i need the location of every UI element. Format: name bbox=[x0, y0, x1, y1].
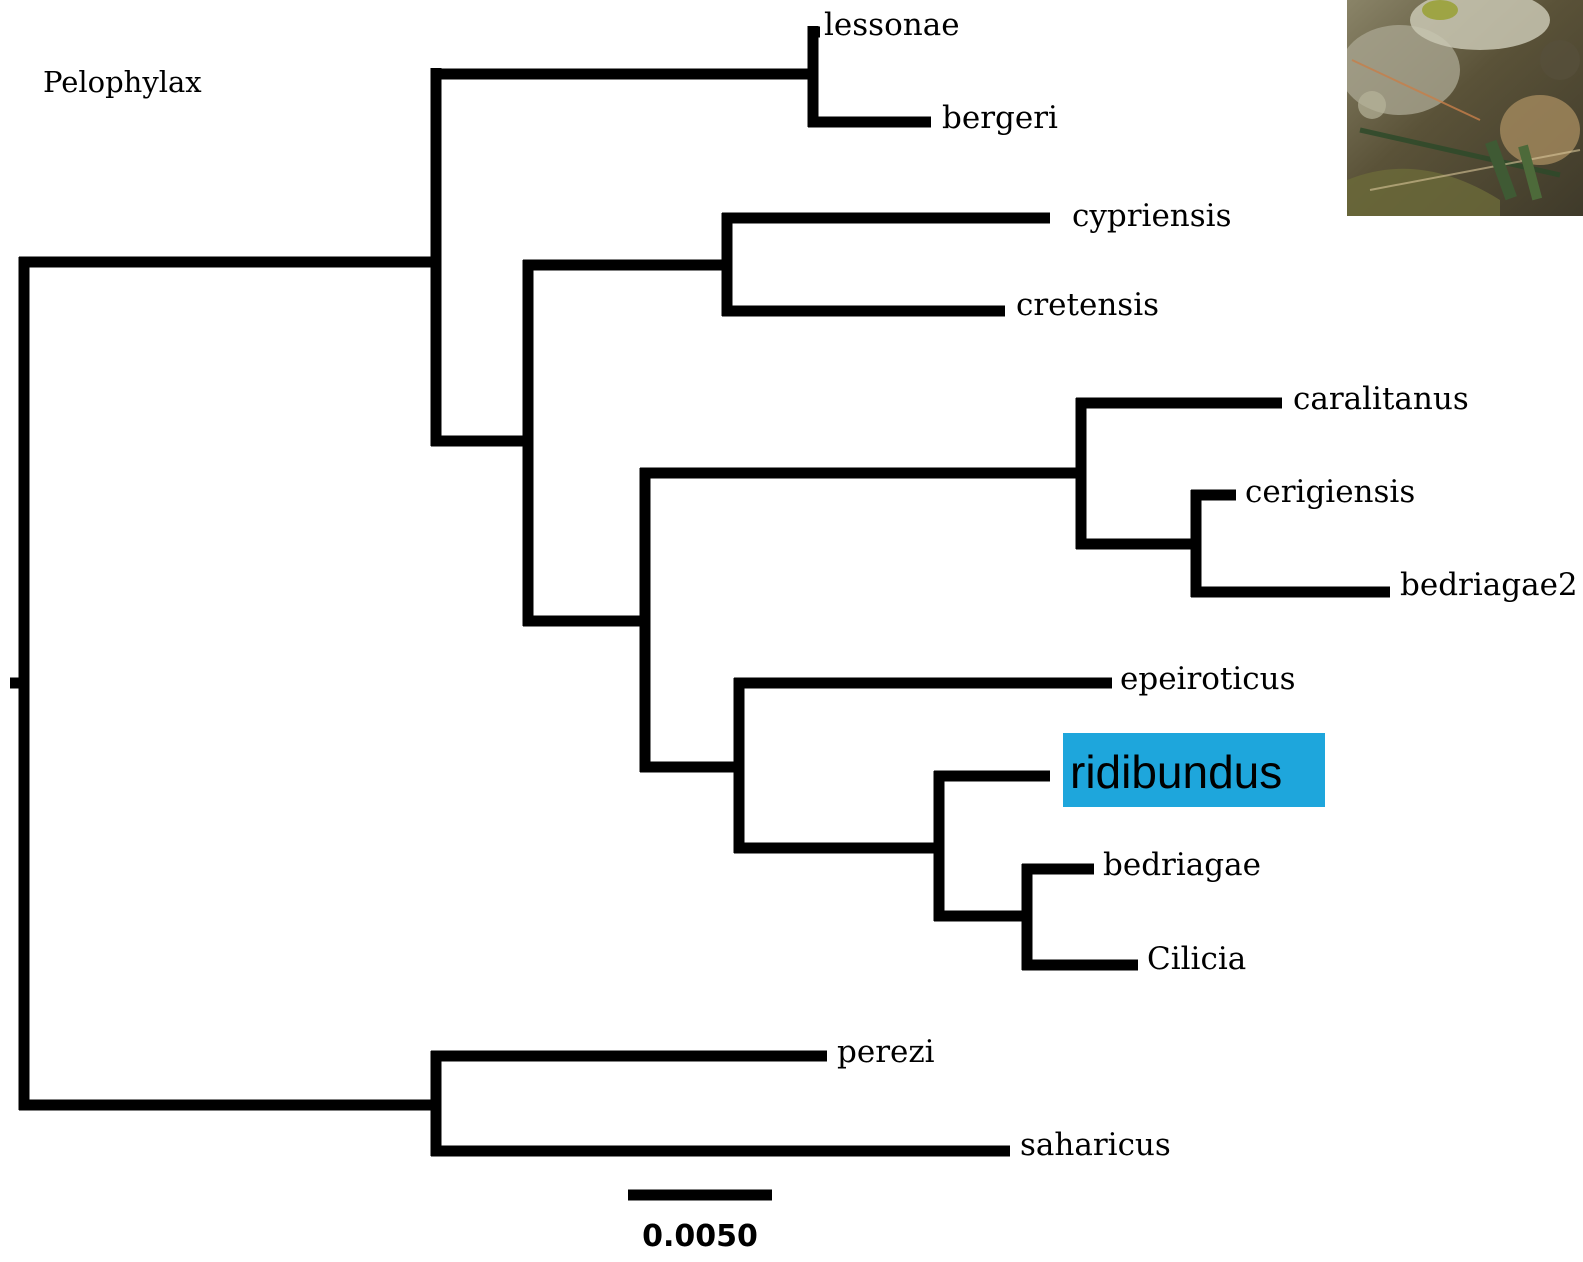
label-cretensis: cretensis bbox=[1016, 287, 1159, 323]
label-bedriagae2: bedriagae2 bbox=[1400, 567, 1578, 603]
frog-photo-icon bbox=[1340, 0, 1583, 216]
label-cypriensis: cypriensis bbox=[1072, 198, 1232, 234]
label-epeiroticus: epeiroticus bbox=[1120, 661, 1296, 697]
label-bedriagae: bedriagae bbox=[1103, 847, 1261, 883]
scale-bar: 0.0050 bbox=[628, 1195, 772, 1254]
label-lessonae: lessonae bbox=[824, 7, 960, 43]
label-bergeri: bergeri bbox=[942, 100, 1058, 136]
scale-bar-label: 0.0050 bbox=[642, 1219, 758, 1254]
genus-label: Pelophylax bbox=[43, 65, 202, 99]
label-perezi: perezi bbox=[837, 1034, 935, 1070]
label-cerigiensis: cerigiensis bbox=[1245, 474, 1415, 510]
label-saharicus: saharicus bbox=[1020, 1127, 1171, 1163]
label-Cilicia: Cilicia bbox=[1147, 941, 1246, 977]
tree-branches bbox=[10, 26, 1390, 1156]
label-ridibundus: ridibundus bbox=[1070, 746, 1282, 798]
label-caralitanus: caralitanus bbox=[1293, 381, 1469, 417]
